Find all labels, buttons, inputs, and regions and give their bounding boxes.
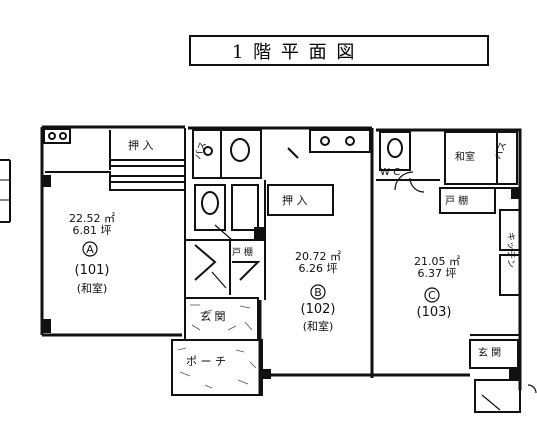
genkan-label: 玄 関 [200, 309, 226, 323]
room-b-area-m2: 20.72 ㎡ [295, 250, 341, 263]
kitchen-label-c: キッチン [505, 232, 516, 268]
room-a-area-jo: 6.81 坪 [73, 224, 112, 237]
unit-a-walls [41, 128, 186, 333]
room-c-label: 21.05 ㎡ 6.37 坪 C (103) [414, 255, 460, 320]
plan-title: 1 階 平 面 図 [232, 42, 356, 63]
unit-b-fixtures [261, 129, 371, 379]
room-a-unit: A [86, 243, 94, 256]
room-c-area-jo: 6.37 坪 [418, 267, 457, 280]
room-b-type: (和室) [303, 319, 334, 333]
room-b-unit: B [314, 286, 322, 299]
stair-fragment [0, 159, 11, 223]
door-swings [211, 171, 537, 411]
unit-c-walls [376, 131, 521, 413]
core-walls [185, 129, 334, 300]
oshiire-label-b: 押 入 [282, 193, 308, 207]
room-b-code: (102) [301, 302, 336, 317]
room-b-label: 20.72 ㎡ 6.26 坪 B (102) (和室) [295, 250, 341, 333]
todana-label-c: 戸 棚 [445, 194, 468, 207]
room-c-unit: C [428, 289, 436, 302]
room-c-code: (103) [417, 305, 452, 320]
room-b-area-jo: 6.26 坪 [299, 262, 338, 275]
washitsu-label: 和室 [455, 150, 475, 163]
room-a-area-m2: 22.52 ㎡ [69, 212, 115, 225]
oshiire-label-a: 押 入 [128, 138, 154, 152]
todana-label: 戸 棚 [232, 246, 253, 258]
porch [171, 339, 263, 396]
title-box: 1 階 平 面 図 [189, 35, 489, 66]
fixture-labels: 押 入 押 入 バス 戸 棚 玄 関 ポ ー チ W C 和室 バス 戸 棚 玄… [128, 138, 516, 368]
room-c-area-m2: 21.05 ㎡ [414, 255, 460, 268]
bath-label-c: バス [492, 140, 508, 161]
room-a-code: (101) [75, 263, 110, 278]
room-a-label: 22.52 ㎡ 6.81 坪 A (101) (和室) [69, 212, 115, 295]
room-a-type: (和室) [77, 281, 108, 295]
wc-label: W C [380, 167, 400, 178]
porch-label: ポ ー チ [186, 355, 226, 368]
outer-walls [40, 125, 522, 395]
genkan-label-c: 玄 関 [478, 346, 501, 359]
bath-label: バス [192, 140, 208, 161]
